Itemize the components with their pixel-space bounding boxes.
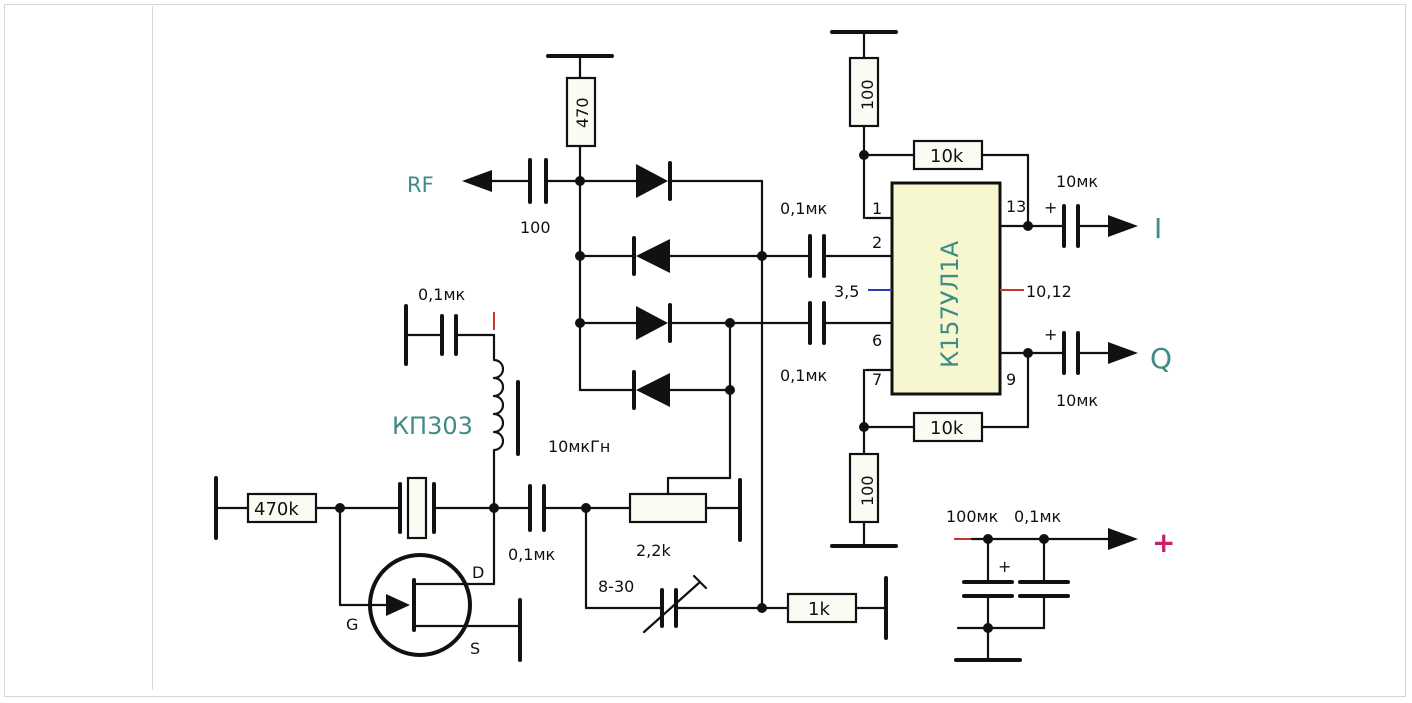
r1k-label: 1k: [808, 599, 830, 620]
c01-coil-label: 0,1мк: [418, 285, 466, 304]
trim-label: 8-30: [598, 577, 634, 596]
out-q-label: Q: [1150, 342, 1172, 375]
pin1-label: 1: [872, 199, 882, 218]
upper-feedback: 100 10k: [830, 30, 1030, 228]
out-i-label: I: [1154, 212, 1162, 245]
fet-label: КП303: [392, 412, 473, 440]
pin1012-label: 10,12: [1026, 282, 1072, 301]
c-rf-label: 100: [520, 218, 551, 237]
coupling-caps: 0,1мк 0,1мк: [728, 199, 894, 385]
c100-supply-label: 100мк: [946, 507, 999, 526]
r10k-bottom-label: 10k: [930, 418, 964, 439]
output-i: + 10мк I: [998, 172, 1162, 248]
fet-s-label: S: [470, 639, 480, 658]
pin9-label: 9: [1006, 370, 1016, 389]
coil-section: 0,1мк КП303 10мкГн: [392, 285, 610, 510]
plus-cap-label: +: [998, 557, 1011, 576]
pot-label: 2,2k: [636, 541, 671, 560]
inductor-label: 10мкГн: [548, 437, 610, 456]
potentiometer: 2,2k: [628, 476, 742, 560]
ic-k157ul1a: К157УЛ1А 1 2 3,5 6 7 13 10,12 9: [834, 181, 1072, 396]
r10k-top-label: 10k: [930, 146, 964, 167]
r470k-label: 470k: [254, 499, 299, 520]
r-top-label: 470: [573, 97, 592, 128]
trimmer-and-1k: 8-30 1k: [584, 506, 888, 640]
c10-q-label: 10мк: [1056, 391, 1098, 410]
left-rail-divider: [152, 6, 153, 690]
r100-bottom-label: 100: [858, 475, 877, 506]
pin2-label: 2: [872, 233, 882, 252]
plus-q: +: [1044, 325, 1057, 344]
resistor-470: 470: [546, 54, 614, 392]
lower-feedback: 10k 100: [830, 351, 1030, 548]
rf-label: RF: [407, 173, 434, 197]
c01-gate-label: 0,1мк: [508, 545, 556, 564]
rf-output: RF 100: [407, 158, 580, 237]
supply-decoupling: + + 100мк 0,1мк: [946, 507, 1175, 662]
plus-out-label: +: [1152, 526, 1175, 559]
pin35-label: 3,5: [834, 282, 859, 301]
output-q: + 10мк Q: [998, 325, 1172, 410]
fet-d-label: D: [472, 563, 484, 582]
diode-ring: [575, 161, 767, 610]
pin7-label: 7: [872, 370, 882, 389]
c01-a-label: 0,1мк: [780, 199, 828, 218]
r100-top-label: 100: [858, 79, 877, 110]
pin6-label: 6: [872, 331, 882, 350]
fet-transistor: D G S: [338, 506, 522, 662]
plus-i: +: [1044, 198, 1057, 217]
fet-g-label: G: [346, 615, 358, 634]
pin13-label: 13: [1006, 197, 1026, 216]
gate-network: 470k 0,1мк: [214, 476, 632, 564]
c01-b-label: 0,1мк: [780, 366, 828, 385]
diagram-frame: [4, 4, 1406, 697]
c01-supply-label: 0,1мк: [1014, 507, 1062, 526]
ic-label: К157УЛ1А: [936, 240, 964, 368]
c10-i-label: 10мк: [1056, 172, 1098, 191]
